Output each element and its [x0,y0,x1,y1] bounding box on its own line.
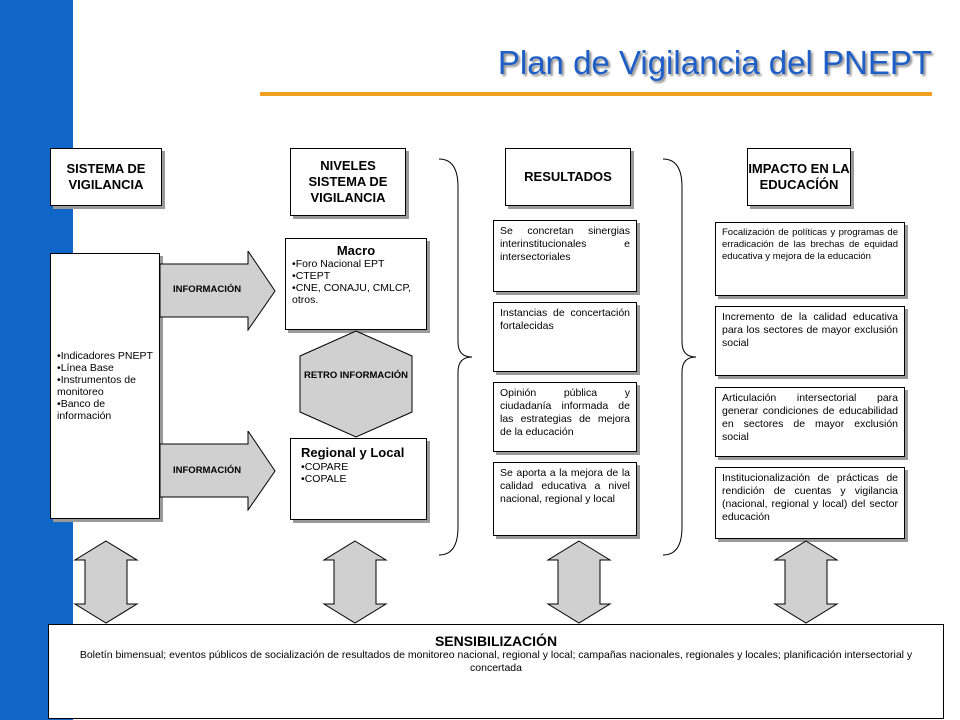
impacto-text: Institucionalización de prácticas de ren… [722,472,898,523]
regional-list: COPARE COPALE [301,461,416,485]
sensibilizacion-text: Boletín bimensual; eventos públicos de s… [79,649,913,674]
header-sistema-label: SISTEMA DE VIGILANCIA [66,161,146,192]
impacto-box: Articulación intersectorial para generar… [715,387,905,457]
impacto-text: Focalización de políticas y programas de… [722,227,898,262]
regional-item: COPALE [301,473,416,485]
indicador-item: Banco de información [57,398,153,422]
resultado-box: Opinión pública y ciudadanía informada d… [493,382,637,452]
header-impacto-label: IMPACTO EN LA EDUCACÍÓN [748,161,850,192]
regional-item: COPARE [301,461,416,473]
macro-list: Foro Nacional EPT CTEPT CNE, CONAJU, CML… [292,258,420,306]
macro-item: CNE, CONAJU, CMLCP, otros. [292,282,420,306]
resultado-text: Opinión pública y ciudadanía informada d… [500,387,630,438]
resultado-box: Se concretan sinergias interinstituciona… [493,220,637,292]
resultado-box: Se aporta a la mejora de la calidad educ… [493,462,637,536]
double-arrow-icon [773,540,839,624]
double-arrow-icon [546,540,612,624]
resultado-text: Se aporta a la mejora de la calidad educ… [500,467,630,505]
macro-box: Macro Foro Nacional EPT CTEPT CNE, CONAJ… [285,238,427,330]
macro-item: CTEPT [292,270,420,282]
informacion-bottom-label: INFORMACIÓN [173,465,242,476]
informacion-top-label: INFORMACIÓN [173,284,242,295]
informacion-arrow-top [160,251,276,331]
impacto-text: Articulación intersectorial para generar… [722,392,898,443]
header-niveles-label: NIVELES SISTEMA DE VIGILANCIA [308,158,388,205]
impacto-box: Incremento de la calidad educativa para … [715,306,905,376]
header-resultados: RESULTADOS [505,148,631,206]
sensibilizacion-box: SENSIBILIZACIÓN Boletín bimensual; event… [48,624,944,719]
impacto-box: Institucionalización de prácticas de ren… [715,467,905,539]
impacto-box: Focalización de políticas y programas de… [715,222,905,296]
resultado-text: Instancias de concertación fortalecidas [500,307,630,332]
page-title: Plan de Vigilancia del PNEPT [497,44,932,81]
indicador-item: Línea Base [57,362,153,374]
retro-informacion-arrow [299,330,413,438]
double-arrow-icon [322,540,388,624]
indicador-item: Indicadores PNEPT [57,350,153,362]
impacto-brace [662,158,697,556]
retro-informacion-label: RETRO INFORMACIÓN [304,370,408,381]
indicadores-list: Indicadores PNEPT Línea Base Instrumento… [57,350,153,422]
header-resultados-label: RESULTADOS [524,169,612,184]
regional-title: Regional y Local [301,445,405,460]
header-sistema-vigilancia: SISTEMA DE VIGILANCIA [50,148,162,206]
impacto-text: Incremento de la calidad educativa para … [722,311,898,349]
resultado-text: Se concretan sinergias interinstituciona… [500,225,630,263]
title-orange-underline [260,92,932,96]
resultado-box: Instancias de concertación fortalecidas [493,302,637,372]
resultados-brace [438,158,473,556]
macro-item: Foro Nacional EPT [292,258,420,270]
header-impacto: IMPACTO EN LA EDUCACÍÓN [747,148,851,206]
regional-box: Regional y Local COPARE COPALE [290,438,427,520]
indicadores-box: Indicadores PNEPT Línea Base Instrumento… [50,253,160,519]
sensibilizacion-title: SENSIBILIZACIÓN [434,633,558,649]
macro-title: Macro [336,243,376,258]
header-niveles: NIVELES SISTEMA DE VIGILANCIA [290,148,406,216]
indicador-item: Instrumentos de monitoreo [57,374,153,398]
double-arrow-icon [73,540,139,624]
informacion-arrow-bottom [160,431,276,511]
